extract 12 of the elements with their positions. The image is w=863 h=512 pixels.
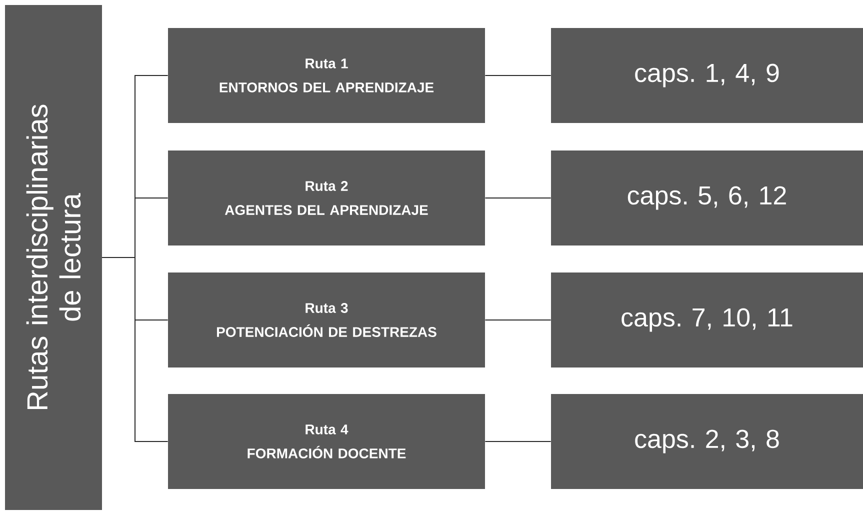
chapters-box: caps. 7, 10, 11 bbox=[551, 272, 863, 368]
connector-line bbox=[484, 441, 552, 442]
chapters-box: caps. 1, 4, 9 bbox=[551, 28, 863, 123]
route-box: Ruta 4 FORMACIÓN DOCENTE bbox=[168, 394, 485, 489]
chapters-box: caps. 2, 3, 8 bbox=[551, 394, 863, 489]
route-box: Ruta 1 ENTORNOS DEL APRENDIZAJE bbox=[168, 28, 485, 123]
route-box: Ruta 3 POTENCIACIÓN DE DESTREZAS bbox=[168, 272, 485, 368]
connector-line bbox=[484, 75, 552, 76]
chapters-box: caps. 5, 6, 12 bbox=[551, 150, 863, 246]
tree-connector bbox=[102, 257, 168, 442]
route-box: Ruta 2 AGENTES DEL APRENDIZAJE bbox=[168, 150, 485, 246]
side-banner: Rutas interdisciplinarias de lectura bbox=[5, 5, 102, 510]
